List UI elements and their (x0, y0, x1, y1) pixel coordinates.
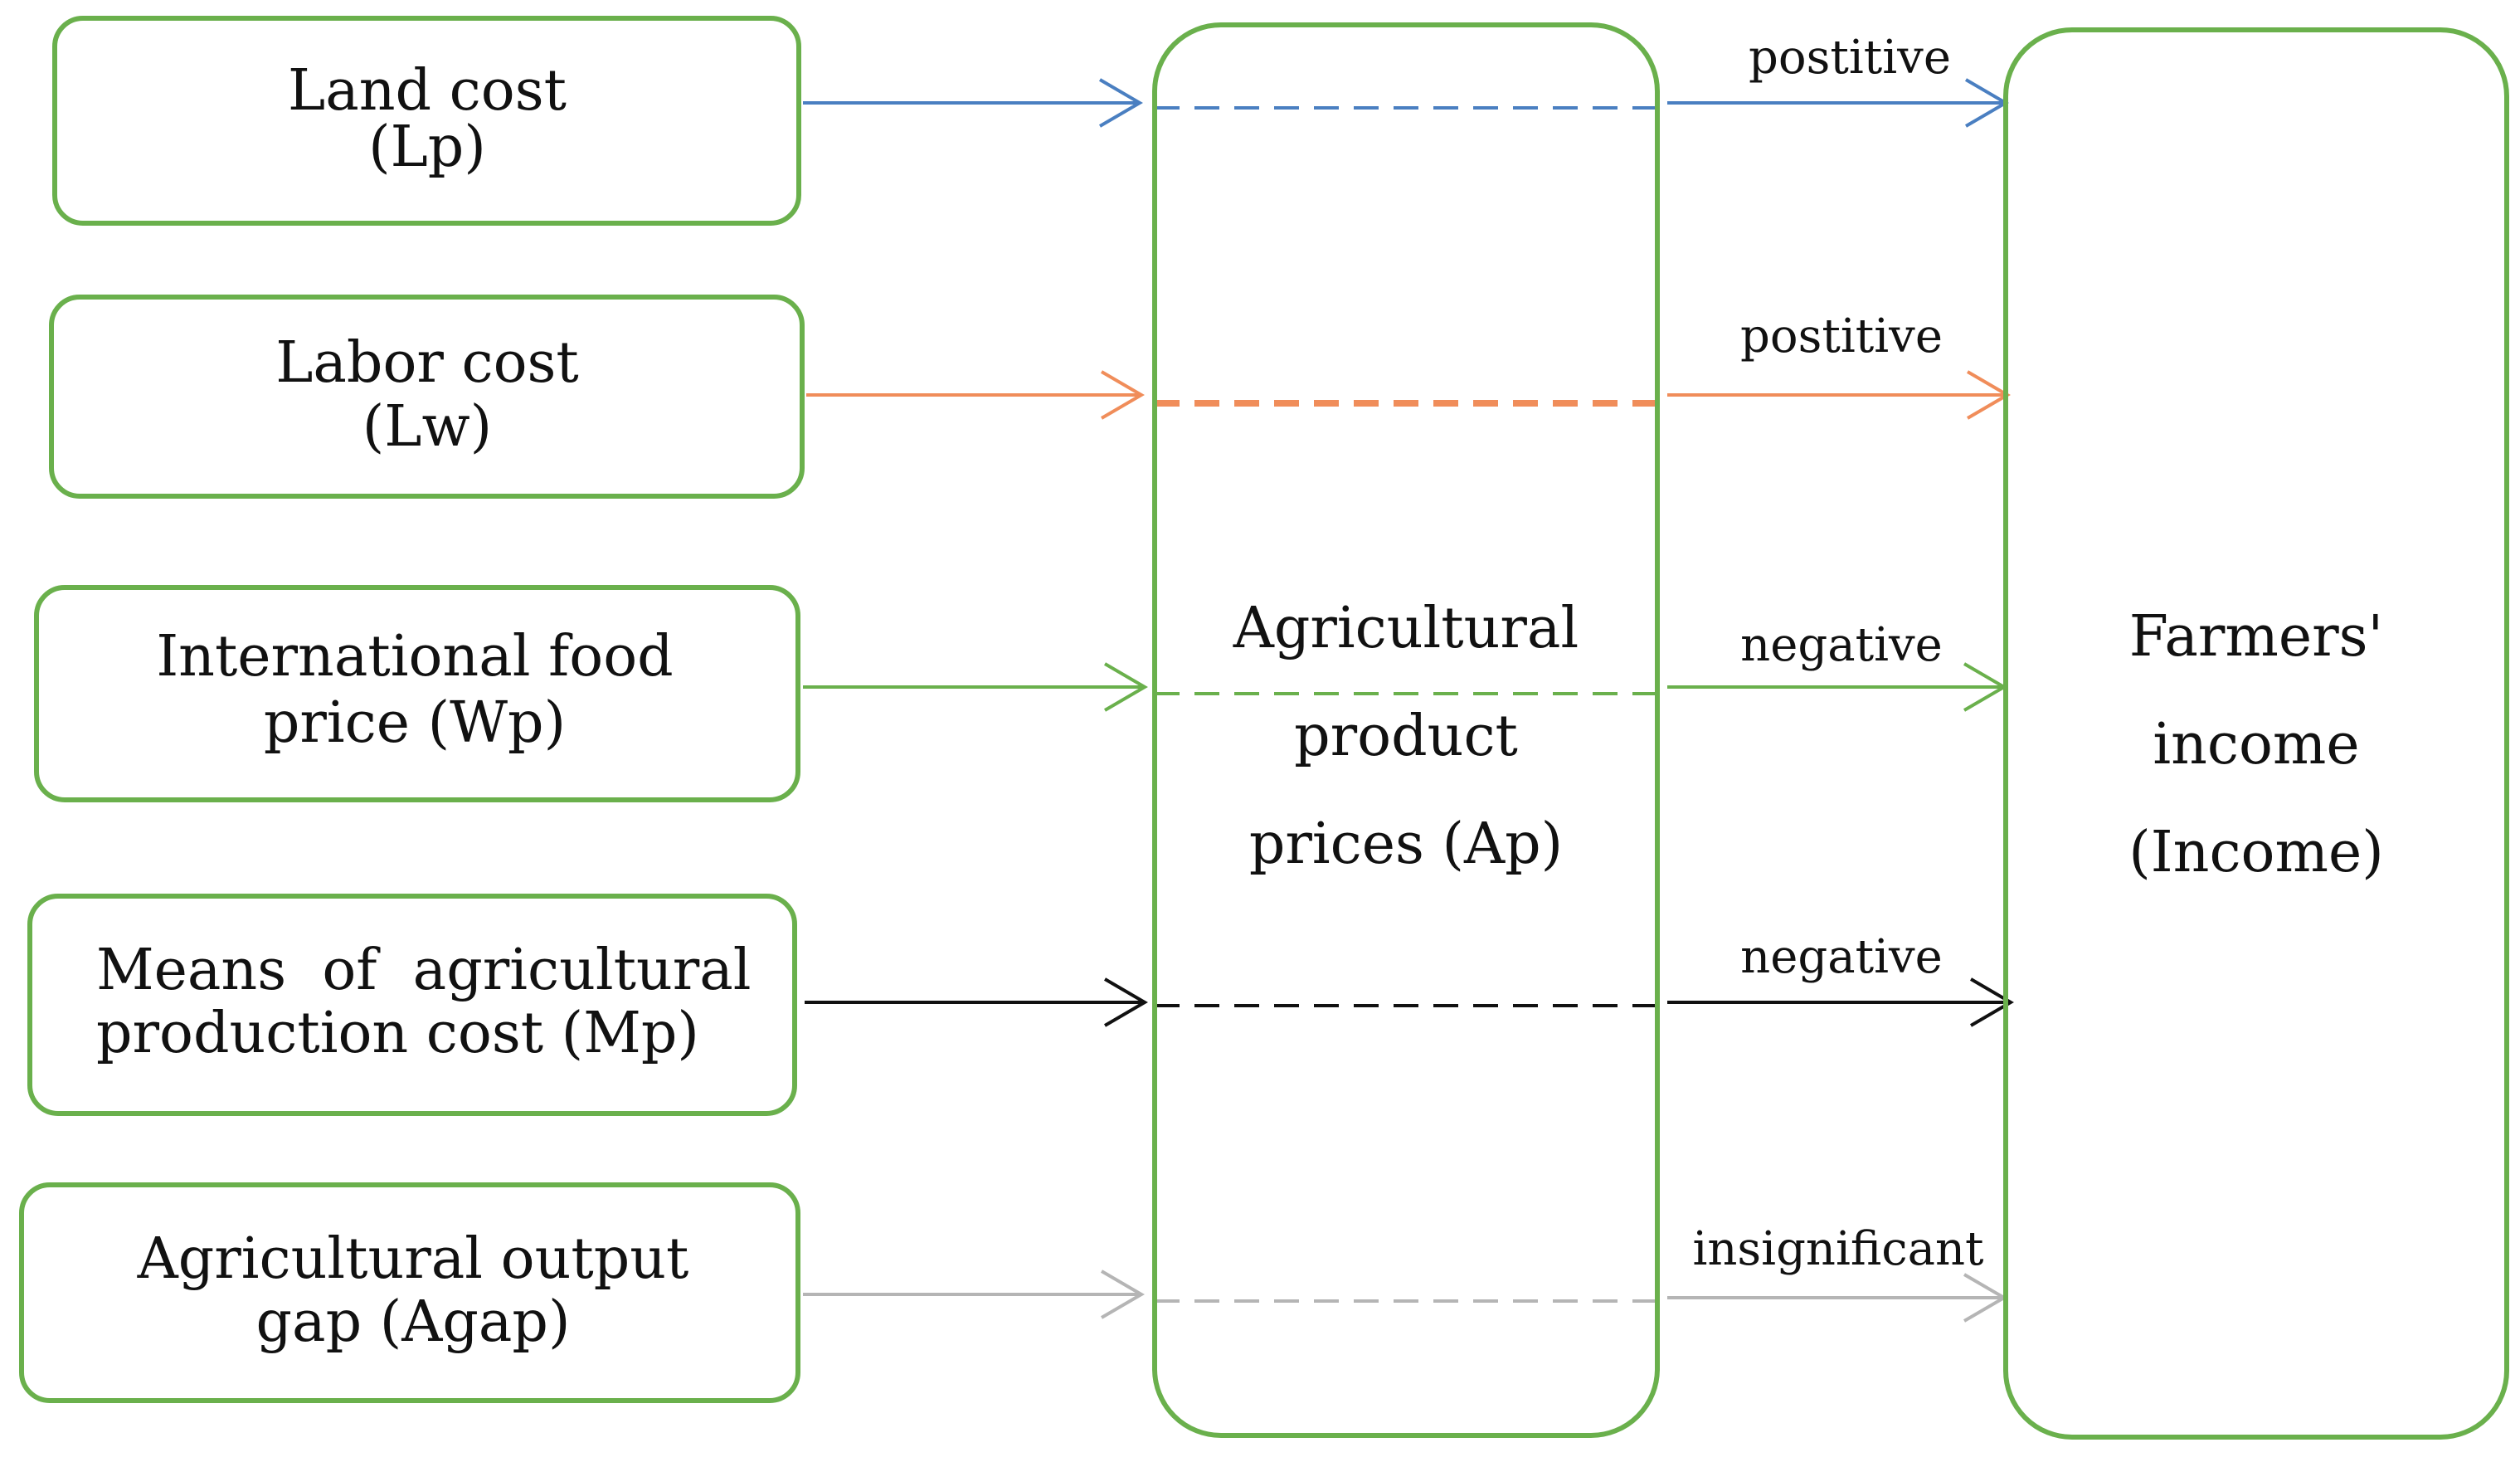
land-cost-label-line2: (Lp) (368, 115, 486, 180)
agricultural-product-prices-box (1152, 22, 1660, 1438)
labor-cost-box (49, 295, 805, 499)
means-of-production-cost-label-line2: production cost (Mp) (96, 1001, 699, 1066)
mediator-group: Agricultural product prices (Ap) (1152, 22, 1660, 1438)
international-food-price-relation-label: negative (1740, 618, 1943, 672)
row-agricultural-output-gap: Agricultural output gap (Agap) insignifi… (19, 1182, 2007, 1403)
agricultural-product-prices-label-line1: Agricultural (1233, 596, 1579, 661)
row-labor-cost: Labor cost (Lw) postitive (49, 295, 2011, 499)
farmers-income-box (2003, 27, 2509, 1440)
agricultural-output-gap-label-line1: Agricultural output (137, 1226, 689, 1292)
means-of-production-cost-label-line1: Means of agricultural (96, 938, 752, 1003)
land-cost-label-line1: Land cost (288, 58, 567, 124)
international-food-price-arrow-in-head (1103, 662, 1148, 712)
land-cost-arrow-in-head (1098, 78, 1143, 128)
land-cost-box (52, 16, 801, 226)
international-food-price-label-line2: price (Wp) (264, 690, 566, 756)
means-of-production-cost-relation-label: negative (1740, 930, 1943, 984)
row-international-food-price: International food price (Wp) negative (34, 585, 2007, 802)
means-of-production-cost-box (27, 894, 797, 1116)
agricultural-output-gap-arrow-in-head (1100, 1270, 1145, 1319)
agricultural-product-prices-label-line3: prices (Ap) (1249, 811, 1563, 877)
labor-cost-relation-label: postitive (1740, 309, 1943, 363)
agricultural-product-prices-label-line2: product (1294, 704, 1518, 769)
farmers-income-label-line1: Farmers' (2129, 604, 2383, 670)
agricultural-output-gap-relation-label: insignificant (1692, 1222, 1984, 1276)
labor-cost-arrow-in-head (1100, 370, 1145, 420)
means-of-production-cost-arrow-out-head (1969, 977, 2014, 1027)
row-land-cost: Land cost (Lp) postitive (52, 16, 2009, 226)
land-cost-relation-label: postitive (1749, 31, 1951, 85)
agricultural-output-gap-box (19, 1182, 800, 1403)
labor-cost-label-line2: (Lw) (362, 394, 492, 460)
labor-cost-label-line1: Labor cost (275, 330, 579, 396)
row-means-of-production-cost: Means of agricultural production cost (M… (27, 894, 2014, 1116)
international-food-price-box (34, 585, 800, 802)
farmers-income-label-line2: income (2153, 712, 2359, 777)
outcome-group: Farmers' income (Income) (2003, 27, 2509, 1440)
means-of-production-cost-arrow-in-head (1103, 977, 1148, 1027)
international-food-price-label-line1: International food (156, 624, 673, 690)
agricultural-output-gap-label-line2: gap (Agap) (256, 1289, 571, 1355)
farmers-income-label-line3: (Income) (2128, 820, 2383, 885)
